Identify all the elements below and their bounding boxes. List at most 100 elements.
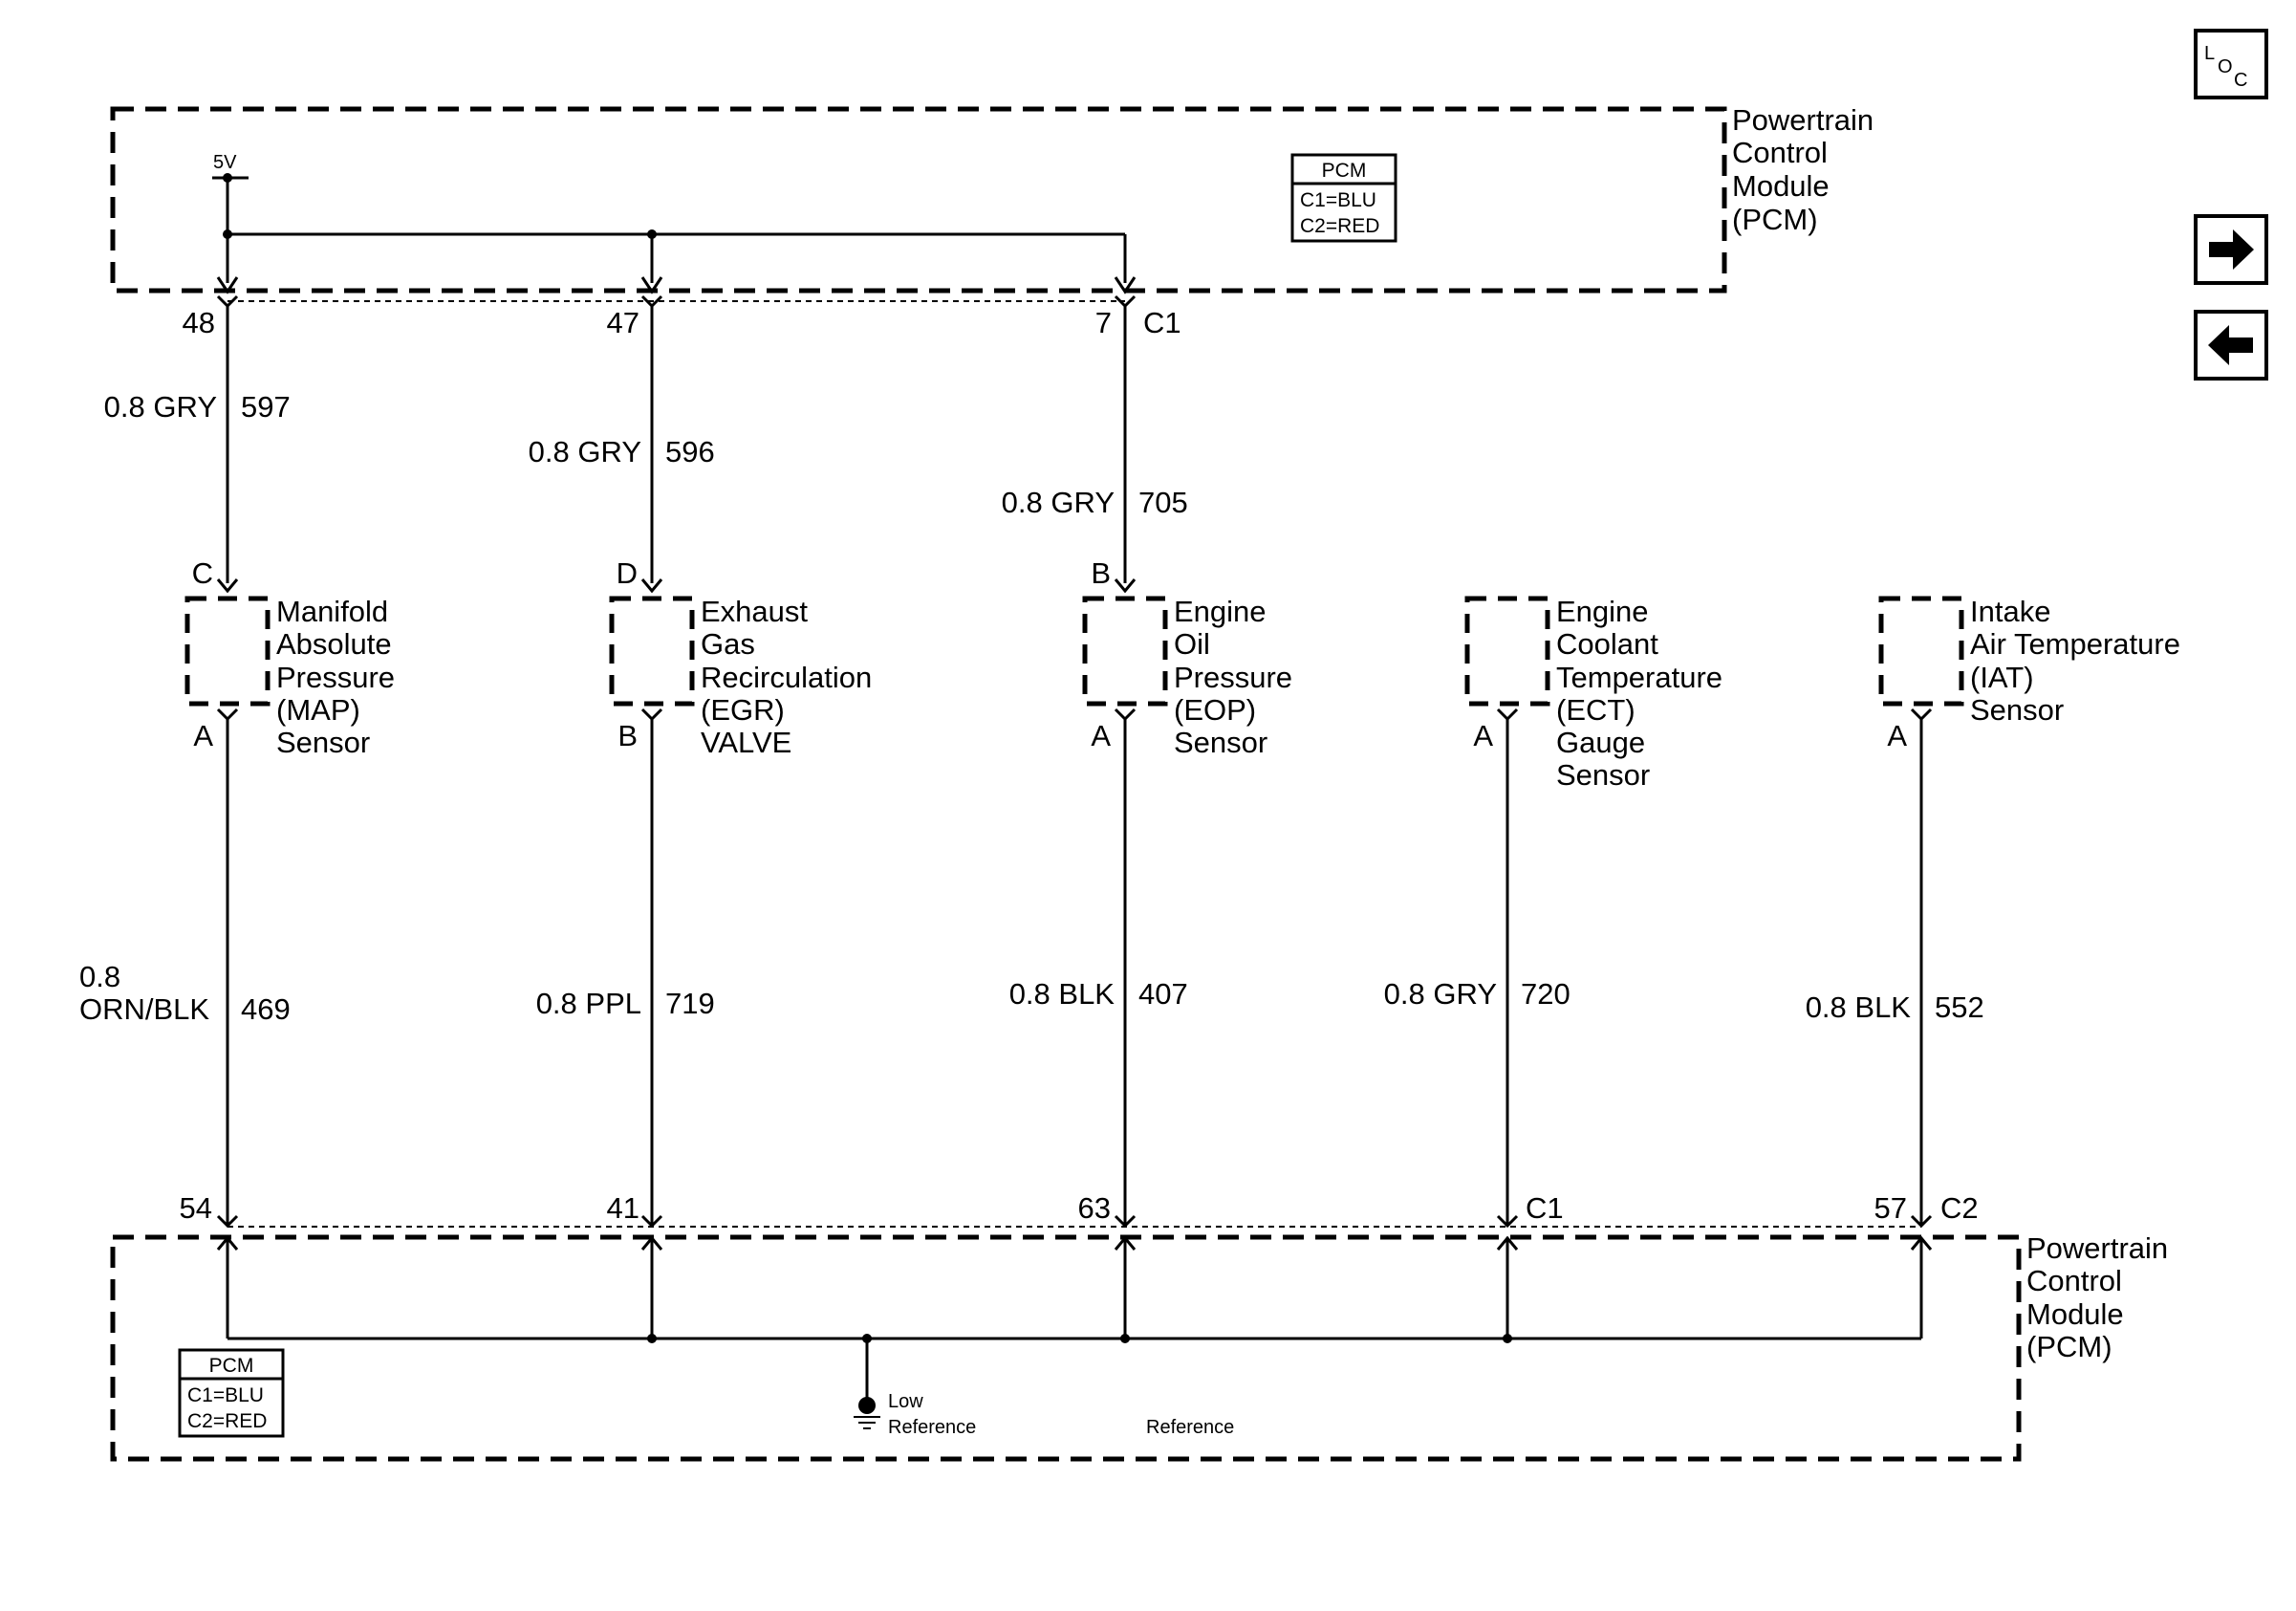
pcm-pin-label: 47 (607, 306, 639, 339)
forward-button[interactable] (2194, 214, 2268, 285)
pcm-bottom-name-line: (PCM) (2026, 1330, 2112, 1363)
pcm-top-name-line: Powertrain (1732, 103, 1874, 137)
wire-color-label: 0.8 GRY (529, 435, 641, 468)
component-name-line: (EOP) (1174, 693, 1256, 727)
circuit-469: A 0.8 ORN/BLK 469 54 (79, 708, 291, 1229)
pcm-bottom-name-line: Powertrain (2026, 1231, 2168, 1265)
pcm-pin-label: 63 (1078, 1191, 1111, 1225)
sensor-pin-label: C (192, 556, 213, 590)
loc-letter: C (2234, 70, 2247, 91)
back-button[interactable] (2194, 310, 2268, 381)
component-name-line: Pressure (1174, 661, 1292, 694)
locator-button[interactable]: L O C (2194, 29, 2268, 99)
loc-letter: O (2218, 56, 2233, 77)
sensor-pin-label: A (1091, 719, 1111, 752)
legend-title: PCM (209, 1355, 254, 1377)
connector-label: C2 (1940, 1191, 1979, 1225)
component-name-line: Sensor (1174, 726, 1267, 759)
component-name-line: (MAP) (276, 693, 360, 727)
component-name-line: Sensor (1970, 693, 2064, 727)
ground-label: Reference (888, 1417, 976, 1438)
ground-icon (854, 1339, 880, 1429)
wire-color-label: 0.8 BLK (1009, 977, 1116, 1011)
sensor-pin-label: B (617, 719, 638, 752)
component-name-line: VALVE (701, 726, 791, 759)
supply-voltage-label: 5V (213, 152, 237, 173)
pcm-pin-label: 57 (1874, 1191, 1907, 1225)
circuit-number-label: 596 (665, 435, 715, 468)
component-name-line: (IAT) (1970, 661, 2034, 694)
component-name-line: (EGR) (701, 693, 785, 727)
wire-color-label: ORN/BLK (79, 992, 209, 1026)
map-sensor: Manifold Absolute Pressure (MAP) Sensor (184, 595, 395, 759)
wire-color-label: 0.8 (79, 960, 120, 993)
iat-sensor: Intake Air Temperature (IAT) Sensor (1878, 595, 2180, 727)
pcm-top-module: Powertrain Control Module (PCM) 5V PCM C… (110, 103, 1874, 294)
component-name-line: Exhaust (701, 595, 808, 628)
legend-title: PCM (1322, 160, 1367, 182)
reference-label: Reference (1146, 1417, 1234, 1438)
egr-valve: Exhaust Gas Recirculation (EGR) VALVE (609, 595, 872, 759)
pcm-top-name-line: Module (1732, 169, 1830, 203)
sensor-pin-label: D (617, 556, 638, 590)
circuit-720: A 0.8 GRY 720 C1 (1384, 708, 1570, 1229)
circuit-number-label: 407 (1138, 977, 1188, 1011)
sensor-pin-label: A (193, 719, 213, 752)
sensor-pin-label: B (1091, 556, 1111, 590)
pcm-pin-label: 48 (183, 306, 215, 339)
circuit-number-label: 552 (1935, 991, 1984, 1024)
component-name-line: Absolute (276, 627, 392, 661)
pcm-pin-label: 54 (180, 1191, 212, 1225)
component-name-line: Air Temperature (1970, 627, 2180, 661)
pcm-bottom-module: Powertrain Control Module (PCM) Low (110, 1231, 2168, 1462)
sensor-pin-label: A (1887, 719, 1907, 752)
component-name-line: Engine (1174, 595, 1267, 628)
pcm-legend-bottom: PCM C1=BLU C2=RED (178, 1348, 285, 1438)
pcm-bottom-name-line: Module (2026, 1297, 2124, 1331)
pcm-pin-label: 41 (607, 1191, 639, 1225)
wire-color-label: 0.8 GRY (104, 390, 217, 424)
component-name-line: Sensor (276, 726, 370, 759)
ground-label: Low (888, 1391, 923, 1412)
eop-sensor: Engine Oil Pressure (EOP) Sensor (1082, 595, 1292, 759)
pcm-bottom-name-line: Control (2026, 1264, 2122, 1297)
component-name-line: Oil (1174, 627, 1210, 661)
pcm-pin-label: 7 (1095, 306, 1112, 339)
loc-letter: L (2204, 43, 2215, 64)
pcm-legend-top: PCM C1=BLU C2=RED (1290, 153, 1397, 243)
component-name-line: Sensor (1556, 758, 1650, 792)
sensor-pin-label: A (1473, 719, 1493, 752)
connector-label: C1 (1526, 1191, 1564, 1225)
component-name-line: Temperature (1556, 661, 1722, 694)
circuit-number-label: 719 (665, 987, 715, 1020)
pcm-top-name-line: (PCM) (1732, 203, 1818, 236)
circuit-number-label: 469 (241, 992, 291, 1026)
circuit-719: B 0.8 PPL 719 41 (536, 708, 715, 1229)
connector-label: C1 (1143, 306, 1181, 339)
legend-line: C2=RED (187, 1410, 267, 1432)
component-name-line: Engine (1556, 595, 1649, 628)
component-name-line: Manifold (276, 595, 388, 628)
component-name-line: Gas (701, 627, 755, 661)
pcm-top-name-line: Control (1732, 136, 1828, 169)
circuit-596: 47 0.8 GRY 596 D (529, 294, 715, 594)
component-name-line: Gauge (1556, 726, 1645, 759)
circuit-number-label: 705 (1138, 486, 1188, 519)
component-name-line: (ECT) (1556, 693, 1635, 727)
wire-color-label: 0.8 GRY (1002, 486, 1115, 519)
wire-color-label: 0.8 BLK (1806, 991, 1912, 1024)
component-name-line: Pressure (276, 661, 395, 694)
arrow-right-icon (2209, 229, 2254, 270)
circuit-597: 48 0.8 GRY 597 C (104, 294, 291, 594)
circuit-number-label: 597 (241, 390, 291, 424)
wire-color-label: 0.8 GRY (1384, 977, 1497, 1011)
component-name-line: Recirculation (701, 661, 872, 694)
component-name-line: Coolant (1556, 627, 1658, 661)
wire-color-label: 0.8 PPL (536, 987, 641, 1020)
legend-line: C2=RED (1300, 215, 1379, 237)
circuit-407: A 0.8 BLK 407 63 (1009, 708, 1188, 1229)
circuit-552: A 0.8 BLK 552 57 C2 (1806, 708, 1984, 1229)
component-name-line: Intake (1970, 595, 2050, 628)
legend-line: C1=BLU (1300, 189, 1376, 211)
